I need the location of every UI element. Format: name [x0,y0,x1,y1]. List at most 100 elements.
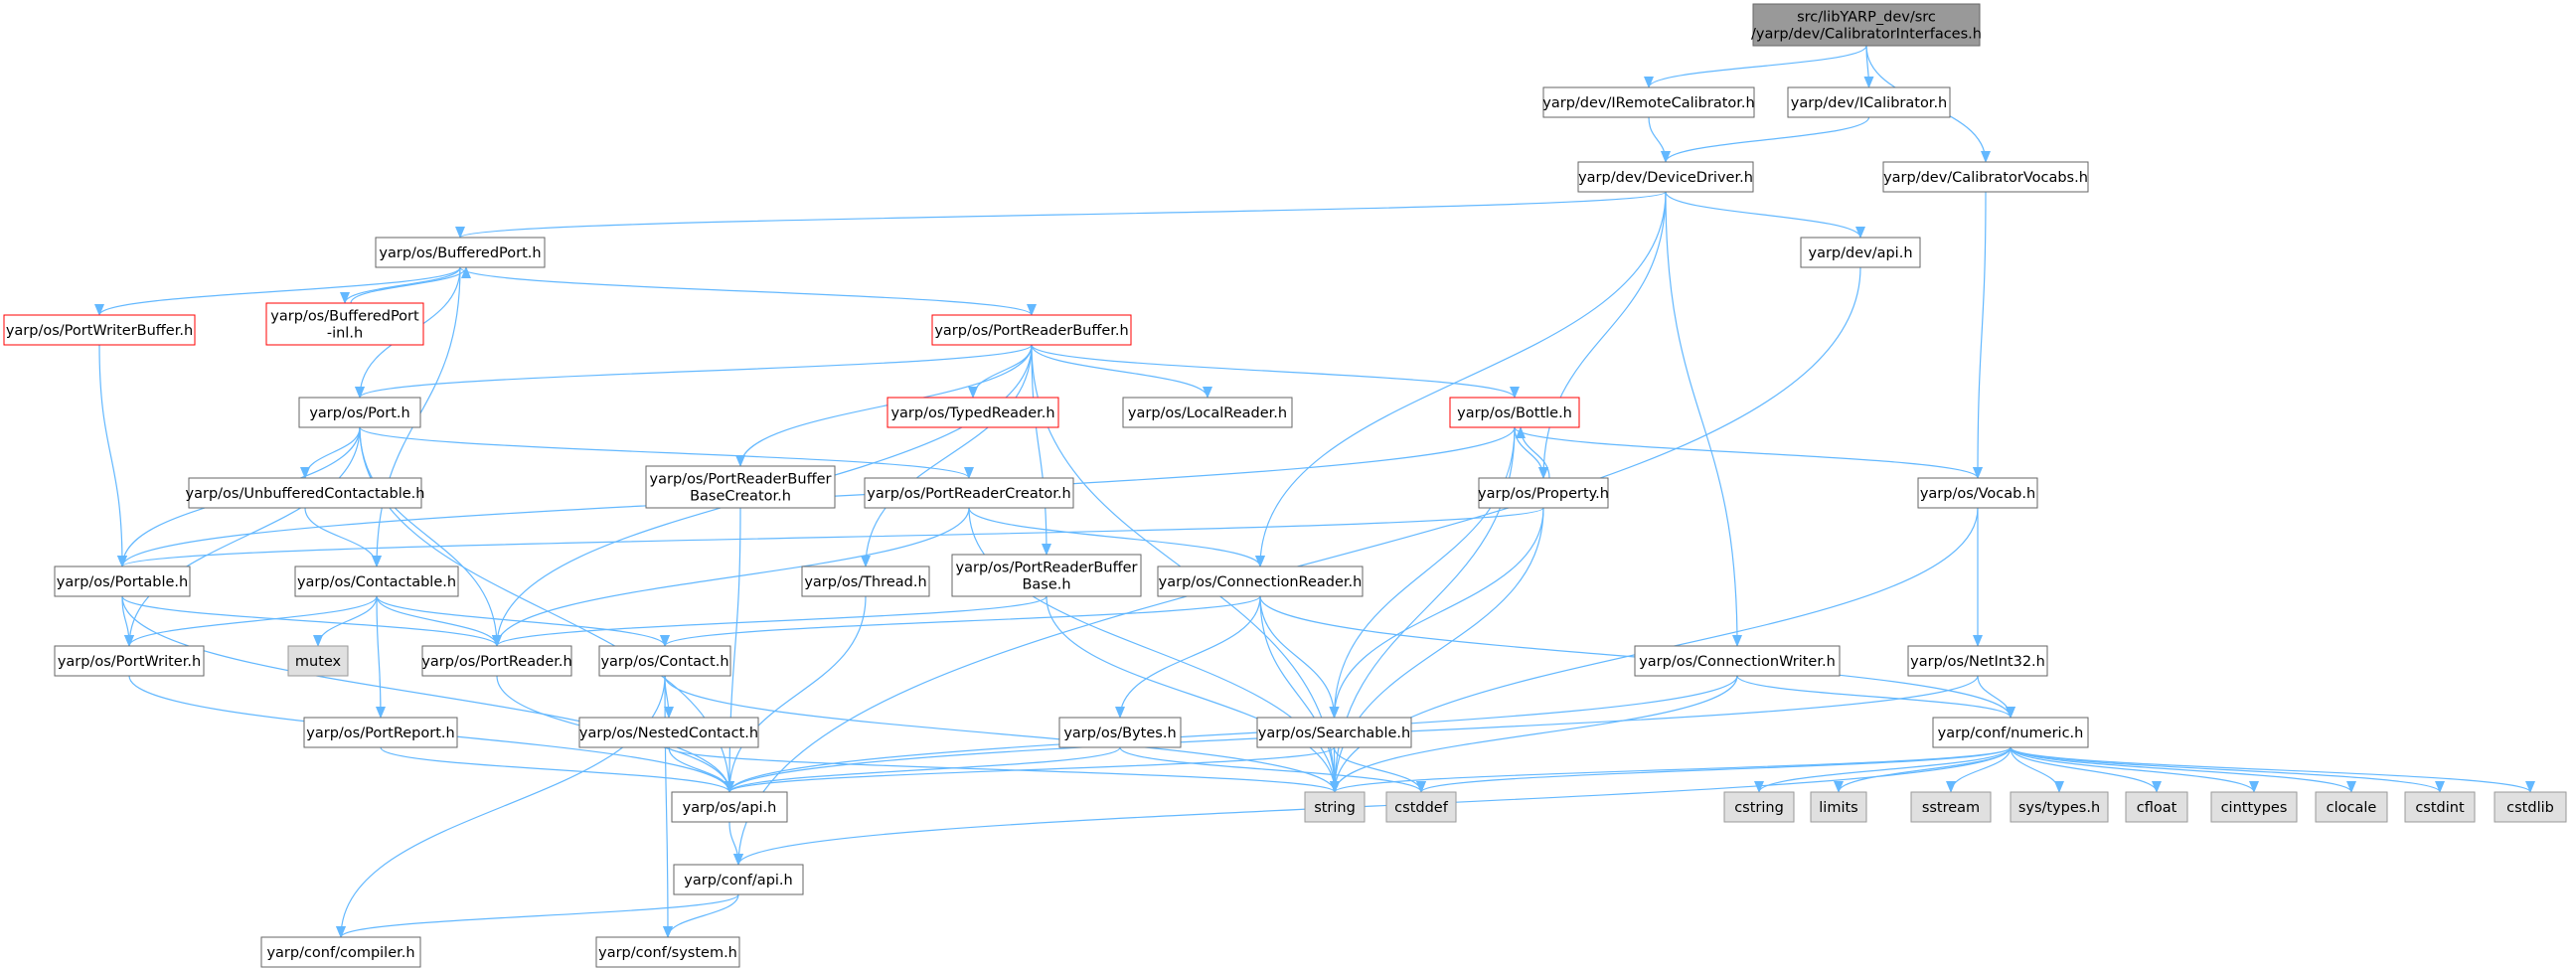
edge-property-to-portable [117,507,1544,567]
edge-prbufbase-to-portreader [492,595,1047,647]
node-netint32[interactable]: yarp/os/NetInt32.h [1907,645,2048,677]
edge-bytes-to-osapi [724,746,1121,793]
node-portwriter[interactable]: yarp/os/PortWriter.h [54,645,205,677]
node-bottle[interactable]: yarp/os/Bottle.h [1449,397,1580,428]
edge-bufport-to-prbuf [459,266,1037,316]
node-label-property: yarp/os/Property.h [1478,486,1609,502]
node-label-portable: yarp/os/Portable.h [57,574,188,590]
node-numeric[interactable]: yarp/conf/numeric.h [1932,717,2089,748]
node-confapi[interactable]: yarp/conf/api.h [673,864,804,895]
node-contact[interactable]: yarp/os/Contact.h [598,645,731,677]
node-label-localreader: yarp/os/LocalReader.h [1128,405,1287,421]
node-box-prbufbasecreator [645,465,836,509]
node-label-unbufcont: yarp/os/UnbufferedContactable.h [186,486,425,502]
node-portable[interactable]: yarp/os/Portable.h [54,565,191,597]
node-label-root-line-1: /yarp/dev/CalibratorInterfaces.h [1751,27,1982,43]
edge-bufport-to-pwbuf [94,266,461,316]
node-connreader[interactable]: yarp/os/ConnectionReader.h [1157,565,1364,597]
node-thread[interactable]: yarp/os/Thread.h [801,565,930,597]
node-label-confapi: yarp/conf/api.h [684,873,792,888]
edge-devdriver-to-bufport [455,191,1667,239]
node-pwbuf[interactable]: yarp/os/PortWriterBuffer.h [3,314,196,346]
edge-numeric-to-cstdlib [2010,746,2535,793]
edge-numeric-to-cfloat [2010,746,2162,793]
node-vocab[interactable]: yarp/os/Vocab.h [1917,477,2038,509]
node-box-calvocabs [1882,161,2089,193]
edge-prbuf-to-prbufbasecreator [735,344,1033,467]
node-label-mutex: mutex [295,654,342,670]
node-label-thread: yarp/os/Thread.h [804,574,926,590]
edge-connwriter-to-numeric [1736,675,2015,719]
node-box-cstddef [1385,791,1457,823]
edge-prbuf-to-localreader [1031,344,1212,399]
node-box-systypes [2010,791,2109,823]
node-box-system [595,936,740,968]
node-box-osapi [671,791,788,823]
node-connwriter[interactable]: yarp/os/ConnectionWriter.h [1634,645,1841,677]
node-label-bottle: yarp/os/Bottle.h [1457,405,1572,421]
node-box-clocale [2315,791,2388,823]
edge-searchable-to-cstddef [1333,746,1426,793]
node-devdriver[interactable]: yarp/dev/DeviceDriver.h [1577,161,1754,193]
node-label-prcreator: yarp/os/PortReaderCreator.h [867,486,1070,502]
edge-osapi-to-confapi [728,821,743,866]
edge-ical-to-devdriver [1661,116,1870,163]
node-label-cstddef: cstddef [1394,800,1449,816]
edge-contactable-to-portwriter [124,595,378,647]
node-box-pwbuf [3,314,196,346]
node-label-portreader: yarp/os/PortReader.h [421,654,571,670]
edge-bottle-to-vocab [1514,426,1983,479]
edge-nestedcontact-to-osapi [668,746,734,793]
node-compiler[interactable]: yarp/conf/compiler.h [260,936,421,968]
node-contactable[interactable]: yarp/os/Contactable.h [294,565,459,597]
node-portreader[interactable]: yarp/os/PortReader.h [421,645,572,677]
edge-prbuf-to-port [355,344,1033,399]
node-searchable[interactable]: yarp/os/Searchable.h [1256,717,1412,748]
edge-contact-to-string [664,675,1340,793]
edge-iremotecal-to-devdriver [1648,116,1671,163]
edge-port-to-portreader [359,426,502,647]
edge-contactable-to-mutex [313,595,378,647]
edge-contact-to-compiler [336,675,666,938]
node-prcreator[interactable]: yarp/os/PortReaderCreator.h [864,477,1074,509]
node-box-cstdlib [2494,791,2567,823]
node-label-sstream: sstream [1922,800,1980,816]
node-iremotecal[interactable]: yarp/dev/IRemoteCalibrator.h [1542,86,1755,118]
node-box-connreader [1157,565,1364,597]
node-box-mutex [287,645,349,677]
node-label-prbufbase-line-0: yarp/os/PortReaderBuffer [956,561,1138,576]
node-nestedcontact[interactable]: yarp/os/NestedContact.h [578,717,759,748]
node-box-searchable [1256,717,1412,748]
node-port[interactable]: yarp/os/Port.h [298,397,421,428]
node-typedreader[interactable]: yarp/os/TypedReader.h [886,397,1059,428]
node-bytes[interactable]: yarp/os/Bytes.h [1058,717,1182,748]
node-osapi[interactable]: yarp/os/api.h [671,791,788,823]
node-prbuf[interactable]: yarp/os/PortReaderBuffer.h [931,314,1132,346]
node-box-root [1752,3,1981,47]
node-unbufcont[interactable]: yarp/os/UnbufferedContactable.h [186,477,425,509]
node-ical[interactable]: yarp/dev/ICalibrator.h [1787,86,1951,118]
edge-searchable-to-string [1329,746,1340,793]
node-label-searchable: yarp/os/Searchable.h [1258,726,1410,741]
node-box-bytes [1058,717,1182,748]
node-system[interactable]: yarp/conf/system.h [595,936,740,968]
node-portreport[interactable]: yarp/os/PortReport.h [303,717,458,748]
node-box-cfloat [2125,791,2188,823]
edge-numeric-to-limits [1834,746,2012,793]
node-box-portreader [421,645,572,677]
node-label-calvocabs: yarp/dev/CalibratorVocabs.h [1883,170,2088,186]
edge-contactable-to-portreport [375,595,386,719]
edge-nestedcontact-to-string [668,746,1340,793]
node-localreader[interactable]: yarp/os/LocalReader.h [1122,397,1293,428]
node-bufportinl[interactable]: yarp/os/BufferedPort-inl.h [265,302,424,346]
edge-numeric-to-string [1330,746,2012,793]
node-bufport[interactable]: yarp/os/BufferedPort.h [375,237,546,268]
node-property[interactable]: yarp/os/Property.h [1478,477,1609,509]
node-label-root-line-0: src/libYARP_dev/src [1797,10,1936,26]
node-label-devdriver: yarp/dev/DeviceDriver.h [1578,170,1753,186]
node-devapi[interactable]: yarp/dev/api.h [1800,237,1921,268]
node-label-prbufbasecreator-line-0: yarp/os/PortReaderBuffer [650,472,832,488]
node-calvocabs[interactable]: yarp/dev/CalibratorVocabs.h [1882,161,2089,193]
